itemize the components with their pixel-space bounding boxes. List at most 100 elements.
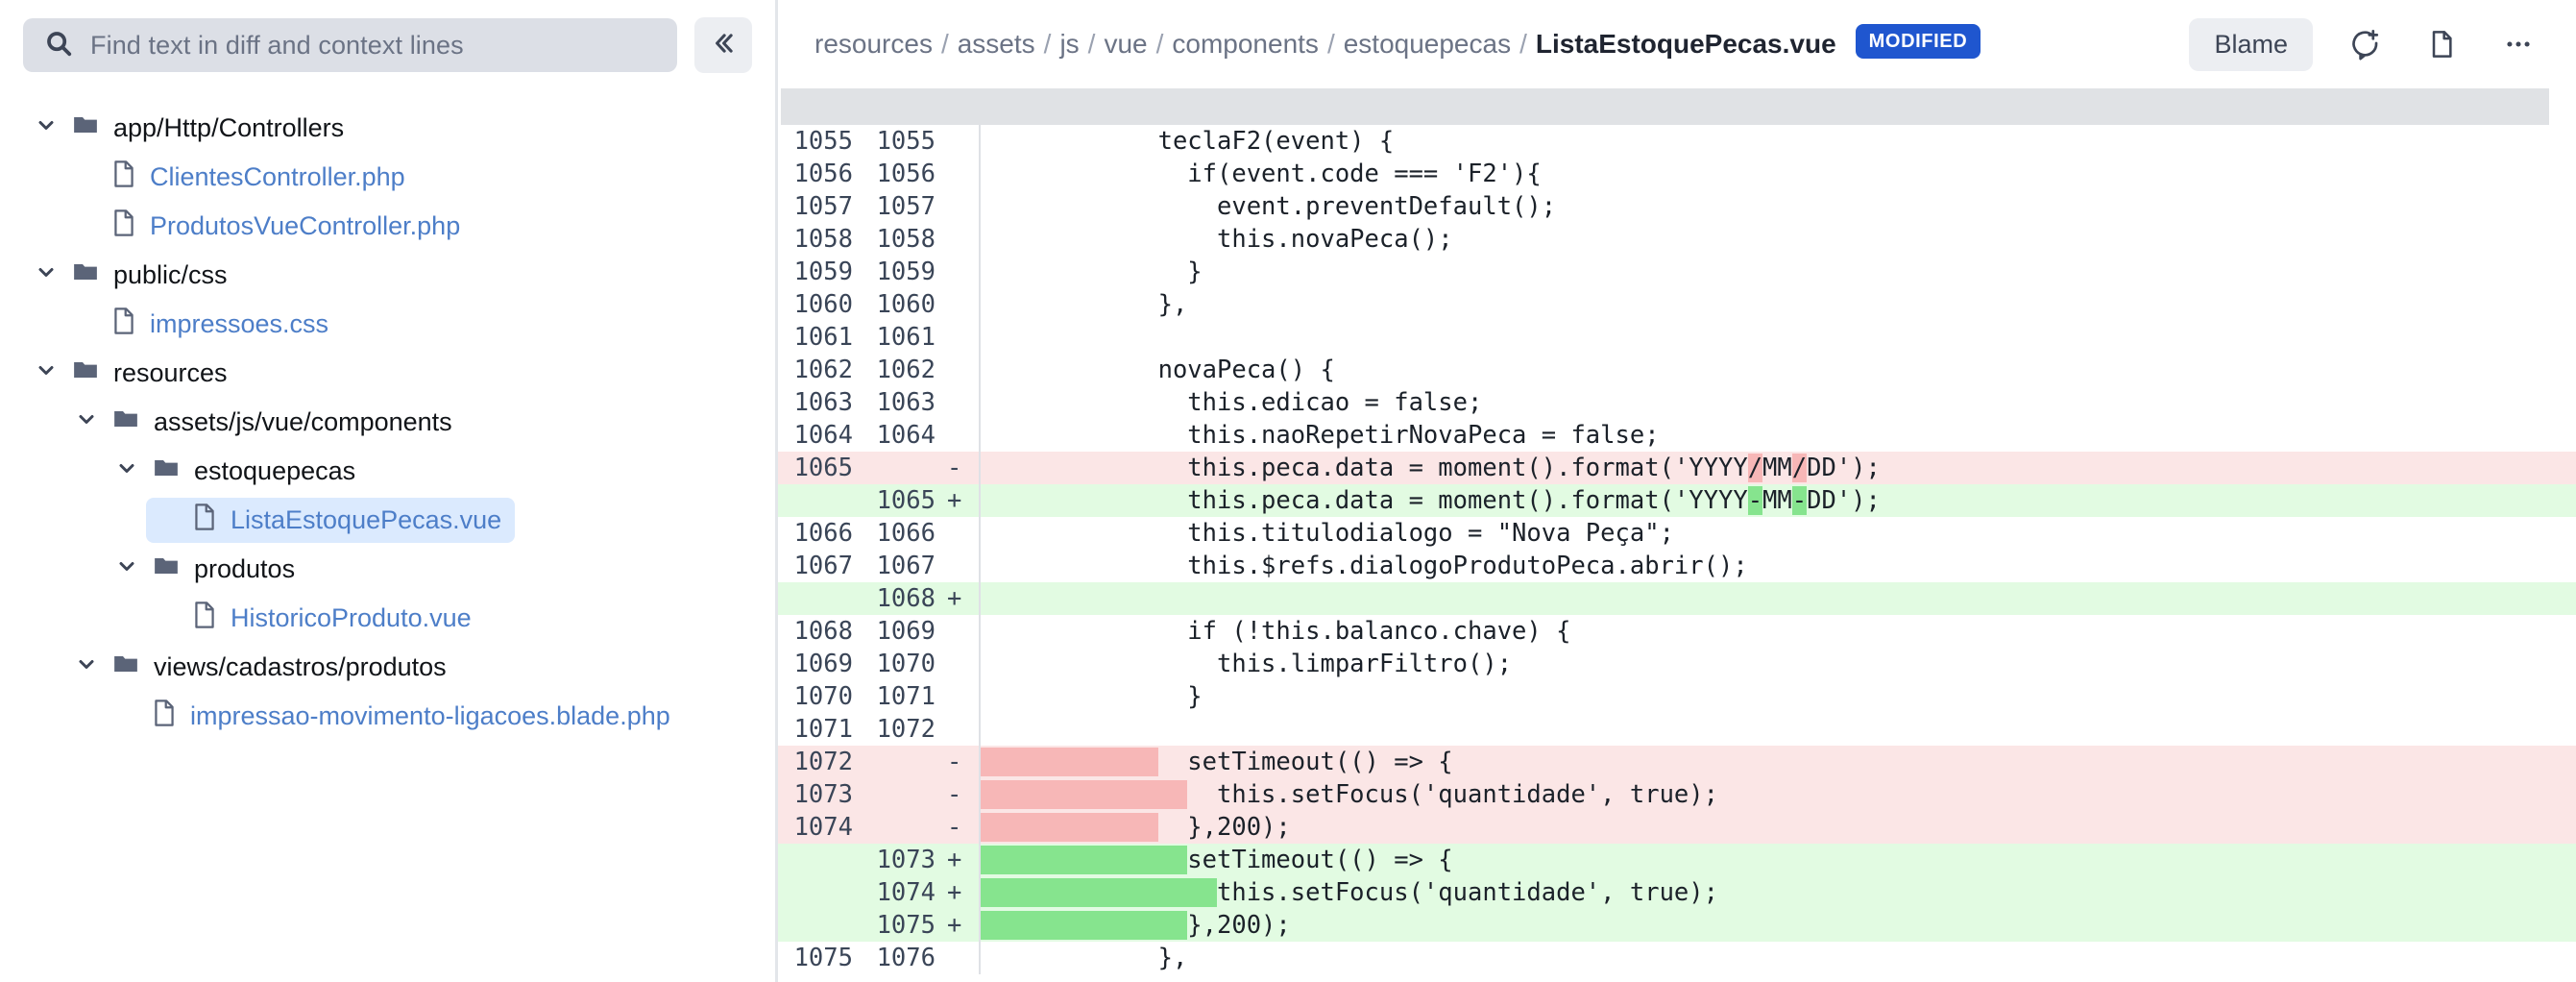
code-text: this.naoRepetirNovaPeca = false; xyxy=(981,421,1660,450)
collapse-sidebar-button[interactable] xyxy=(694,17,752,73)
intraline-highlight xyxy=(981,846,1188,874)
tree-folder-row[interactable]: app/Http/Controllers xyxy=(0,104,775,153)
chevron-down-icon[interactable] xyxy=(35,358,58,388)
diff-marker xyxy=(947,321,982,354)
blame-button[interactable]: Blame xyxy=(2189,17,2313,71)
diff-line-add[interactable]: 1075+ },200); xyxy=(778,909,2576,942)
chevron-down-icon[interactable] xyxy=(35,113,58,143)
intraline-highlight xyxy=(981,748,1158,776)
breadcrumb-segment[interactable]: vue xyxy=(1104,29,1148,59)
tree-file-row[interactable]: impressao-movimento-ligacoes.blade.php xyxy=(0,692,775,741)
tree-row-inner: public/css xyxy=(25,253,241,298)
breadcrumb-segment[interactable]: assets xyxy=(957,29,1035,59)
breadcrumb-separator: / xyxy=(1087,29,1096,59)
tree-file-row[interactable]: HistoricoProduto.vue xyxy=(0,594,775,643)
diff-marker: - xyxy=(947,811,982,844)
torn-edge-teeth xyxy=(781,111,2549,126)
tree-file-row[interactable]: ClientesController.php xyxy=(0,153,775,202)
diff-marker xyxy=(947,713,982,746)
breadcrumb-segment[interactable]: components xyxy=(1172,29,1319,59)
diff-line-del[interactable]: 1074- },200); xyxy=(778,811,2576,844)
diff-line-del[interactable]: 1073- this.setFocus('quantidade', true); xyxy=(778,778,2576,811)
breadcrumb: resources/assets/js/vue/components/estoq… xyxy=(814,29,1836,60)
chevron-down-icon[interactable] xyxy=(35,260,58,290)
new-line-number: 1073 xyxy=(876,846,936,874)
new-line-number: 1065 xyxy=(876,486,936,515)
tree-folder-row[interactable]: estoquepecas xyxy=(0,447,775,496)
file-icon[interactable] xyxy=(2417,19,2467,69)
old-line-number xyxy=(778,909,863,942)
diff-marker xyxy=(947,942,982,974)
tree-folder-row[interactable]: views/cadastros/produtos xyxy=(0,643,775,692)
intraline-highlight: - xyxy=(1747,486,1763,515)
diff-marker: + xyxy=(947,876,982,909)
new-line-number xyxy=(863,746,947,778)
code-text: this.peca.data = moment().format('YYYY xyxy=(981,486,1748,515)
new-line-number: 1072 xyxy=(876,715,936,744)
add-comment-icon[interactable] xyxy=(2340,19,2390,69)
diff-line-del[interactable]: 1065- this.peca.data = moment().format('… xyxy=(778,452,2576,484)
chevron-down-icon[interactable] xyxy=(75,407,98,437)
diff-code-cell: this.setFocus('quantidade', true); xyxy=(980,778,2576,811)
tree-row-inner: resources xyxy=(25,351,241,396)
more-options-icon[interactable] xyxy=(2493,19,2543,69)
breadcrumb-segment[interactable]: estoquepecas xyxy=(1343,29,1512,59)
old-line-number: 1064 xyxy=(793,421,853,450)
breadcrumb-segment[interactable]: resources xyxy=(814,29,933,59)
tree-folder-row[interactable]: resources xyxy=(0,349,775,398)
diff-line-add[interactable]: 1073+ setTimeout(() => { xyxy=(778,844,2576,876)
tree-file-label: ClientesController.php xyxy=(150,162,405,191)
diff-line-add[interactable]: 1074+ this.setFocus('quantidade', true); xyxy=(778,876,2576,909)
breadcrumb-segment[interactable]: js xyxy=(1059,29,1080,59)
tree-folder-row[interactable]: produtos xyxy=(0,545,775,594)
file-icon xyxy=(111,209,136,244)
tree-file-row[interactable]: impressoes.css xyxy=(0,300,775,349)
tree-row-inner: ListaEstoquePecas.vue xyxy=(146,498,516,543)
chevron-down-icon[interactable] xyxy=(75,652,98,682)
new-line-number: 1061 xyxy=(876,323,936,352)
collapsed-lines-indicator[interactable] xyxy=(781,88,2549,126)
code-text: setTimeout(() => { xyxy=(1157,748,1453,776)
diff-marker xyxy=(947,517,982,550)
tree-folder-row[interactable]: assets/js/vue/components xyxy=(0,398,775,447)
tree-file-row[interactable]: ListaEstoquePecas.vue xyxy=(0,496,775,545)
chevron-down-icon[interactable] xyxy=(115,554,138,584)
tree-folder-row[interactable]: public/css xyxy=(0,251,775,300)
search-input-wrapper[interactable]: Find text in diff and context lines xyxy=(23,18,677,72)
tree-folder-label: produtos xyxy=(194,554,296,583)
code-text: novaPeca() { xyxy=(981,356,1335,384)
tree-row-inner: ClientesController.php xyxy=(65,155,419,200)
tree-row-inner: impressao-movimento-ligacoes.blade.php xyxy=(106,694,684,739)
diff-line-add[interactable]: 1068+ xyxy=(778,582,2576,615)
tree-file-row[interactable]: ProdutosVueController.php xyxy=(0,202,775,251)
tree-row-inner: ProdutosVueController.php xyxy=(65,204,474,249)
tree-row-inner: views/cadastros/produtos xyxy=(65,645,460,690)
folder-icon xyxy=(111,650,140,685)
diff-line-del[interactable]: 1072- setTimeout(() => { xyxy=(778,746,2576,778)
breadcrumb-filename[interactable]: ListaEstoquePecas.vue xyxy=(1535,29,1836,59)
diff-marker xyxy=(947,125,982,158)
diff-line-add[interactable]: 1065+ this.peca.data = moment().format('… xyxy=(778,484,2576,517)
tree-file-label: ListaEstoquePecas.vue xyxy=(231,505,502,534)
chevron-down-icon[interactable] xyxy=(115,456,138,486)
diff-marker xyxy=(947,288,982,321)
